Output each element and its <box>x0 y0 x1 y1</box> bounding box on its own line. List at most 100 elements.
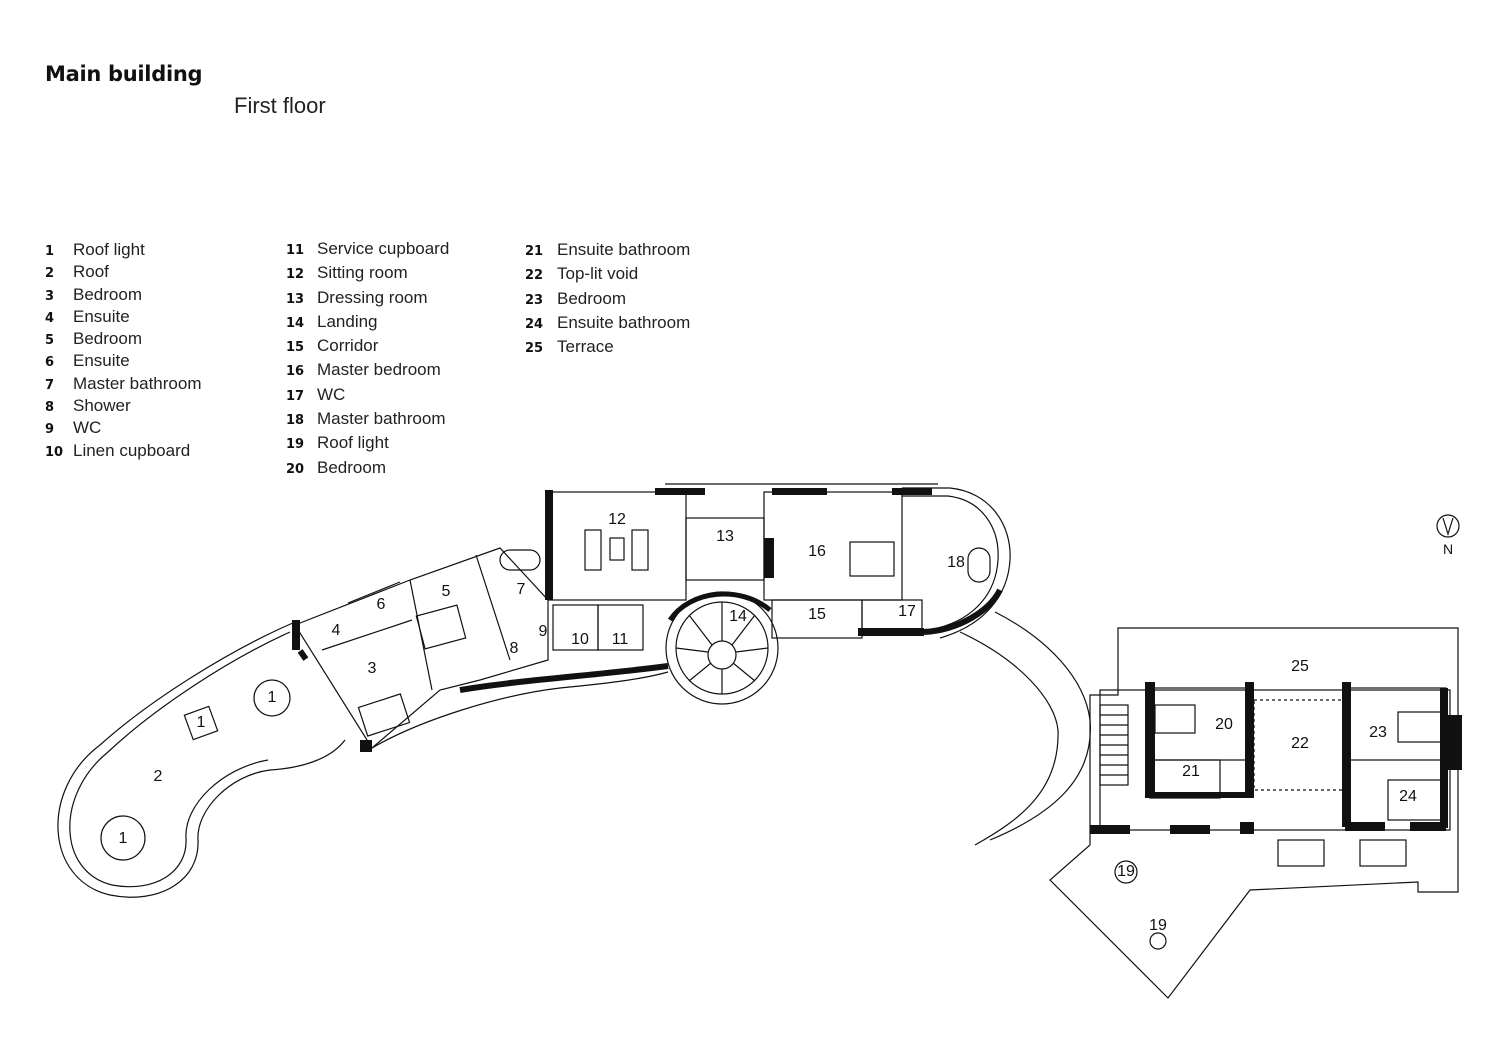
skylight-box <box>1277 839 1325 867</box>
room-label: 12 <box>608 511 626 528</box>
room-label: 2 <box>154 768 163 785</box>
legend-number: 7 <box>45 377 55 393</box>
legend-number: 4 <box>45 310 55 326</box>
room-label: 5 <box>442 583 451 600</box>
room-12-outline <box>547 491 687 601</box>
legend-number: 8 <box>45 400 55 416</box>
master-bath-curve-inner <box>902 495 999 629</box>
legend-number: 11 <box>286 243 305 258</box>
legend-label: Linen cupboard <box>73 440 191 460</box>
legend-label: Top-lit void <box>557 264 639 284</box>
legend-item: 1 Roof light <box>45 240 202 262</box>
legend-item: 16 Master bedroom <box>286 360 449 384</box>
sofa <box>631 529 649 571</box>
roof-light-circle <box>100 815 146 861</box>
legend-label: Ensuite <box>73 306 130 326</box>
legend-label: Bedroom <box>317 457 386 477</box>
bed <box>1397 711 1443 743</box>
legend-item: 23 Bedroom <box>525 289 690 313</box>
room-labels: 1 1 1 2 3 4 5 6 7 8 9 10 11 12 13 14 15 … <box>119 511 1417 934</box>
roof-light-circle <box>253 679 291 717</box>
room-label: 21 <box>1182 763 1200 780</box>
room-label: 16 <box>808 543 826 560</box>
legend-label: Bedroom <box>557 288 626 308</box>
compass-north-label: N <box>1443 541 1453 557</box>
legend-number: 19 <box>286 437 305 453</box>
room-11-outline <box>597 604 644 651</box>
legend-number: 9 <box>45 422 55 438</box>
plan-subtitle: First floor <box>234 93 326 118</box>
legend-item: 6 Ensuite <box>45 351 202 373</box>
link-arc-outer <box>989 611 1091 841</box>
room-label: 25 <box>1291 658 1309 675</box>
legend-number: 6 <box>45 355 55 371</box>
room-label: 17 <box>898 603 916 620</box>
legend-label: Sitting room <box>317 263 408 283</box>
legend-label: Roof light <box>317 433 389 453</box>
room-divider <box>347 581 401 604</box>
room-label: 13 <box>716 528 734 545</box>
legend-item: 4 Ensuite <box>45 307 202 329</box>
legend-label: Bedroom <box>73 329 142 349</box>
room-23-outline <box>1347 687 1447 761</box>
legend-item: 20 Bedroom <box>286 458 449 482</box>
room-20-outline <box>1149 687 1251 761</box>
legend-label: Service cupboard <box>317 239 450 258</box>
room-label: 14 <box>729 608 747 625</box>
room-label: 20 <box>1215 716 1233 733</box>
room-label: 6 <box>377 596 386 613</box>
legend-number: 16 <box>286 364 305 380</box>
legend-label: Roof light <box>73 240 145 259</box>
roof-light-square <box>183 705 219 741</box>
legend-label: Ensuite <box>73 351 130 371</box>
legend-label: Roof <box>73 262 109 282</box>
legend-label: Bedroom <box>73 284 142 304</box>
bed <box>415 604 467 650</box>
legend-item: 8 Shower <box>45 396 202 418</box>
legend-number: 23 <box>525 292 544 308</box>
legend-number: 13 <box>286 291 305 307</box>
legend-label: Master bathroom <box>317 409 446 429</box>
legend-number: 24 <box>525 316 544 332</box>
legend-item: 19 Roof light <box>286 433 449 457</box>
room-label: 4 <box>332 622 341 639</box>
roof-light-circle <box>1149 932 1167 950</box>
legend-label: WC <box>73 418 102 438</box>
legend-number: 21 <box>525 244 544 259</box>
room-label: 19 <box>1149 917 1167 934</box>
corridor-south-wall <box>371 671 669 749</box>
legend-label: Shower <box>73 396 131 416</box>
legend-number: 10 <box>45 444 64 460</box>
stair-run-treads <box>1100 714 1128 776</box>
bedroom-cluster-outline <box>294 547 549 749</box>
room-divider <box>321 619 413 651</box>
master-curve-thick-wall <box>923 588 1003 635</box>
legend-number: 1 <box>45 244 55 259</box>
bathtub <box>499 549 541 571</box>
legend-label: Terrace <box>557 337 614 357</box>
room-16-outline <box>763 491 903 601</box>
plan-title: Main building <box>45 62 203 86</box>
link-arc-inner <box>959 631 1059 846</box>
legend-label: WC <box>317 384 346 404</box>
legend-item: 10 Linen cupboard <box>45 441 202 463</box>
sofa <box>584 529 602 571</box>
room-label: 22 <box>1291 735 1309 752</box>
stair-thick-wall <box>667 591 772 622</box>
coffee-table <box>609 537 625 561</box>
legend-number: 14 <box>286 315 305 331</box>
corridor-thick-wall <box>459 663 669 693</box>
terrace-outline <box>1049 627 1459 999</box>
legend-label: Master bedroom <box>317 360 441 380</box>
legend-number: 20 <box>286 461 305 477</box>
